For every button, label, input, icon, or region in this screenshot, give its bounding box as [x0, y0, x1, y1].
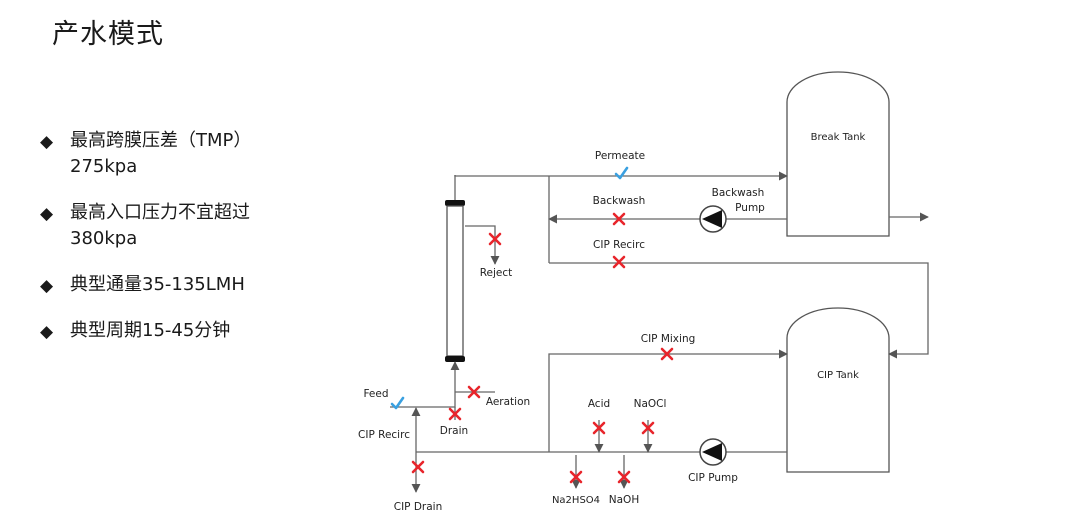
backwash-pump-label: Backwash [712, 187, 765, 199]
acid-label: Acid [588, 398, 610, 410]
break-tank: Break Tank [786, 71, 890, 237]
spec-text: 典型通量35-135LMH [70, 274, 245, 295]
drain-label: Drain [440, 425, 468, 437]
spec-item-flux: ◆ 典型通量35-135LMH [40, 272, 360, 298]
aeration-label: Aeration [486, 396, 530, 408]
spec-item-tmp: ◆ 最高跨膜压差（TMP） 275kpa [40, 128, 360, 180]
diamond-bullet-icon: ◆ [40, 132, 54, 152]
cip-mixing-label: CIP Mixing [641, 333, 696, 345]
backwash-label: Backwash [593, 195, 646, 207]
cip-pump-label: CIP Pump [688, 472, 738, 484]
backwash-pump-label-2: Pump [735, 202, 765, 214]
diamond-bullet-icon: ◆ [40, 322, 54, 342]
backwash-pump-icon [699, 205, 727, 233]
break-tank-label: Break Tank [811, 132, 866, 143]
cip-drain-label: CIP Drain [394, 501, 443, 513]
spec-item-cycle: ◆ 典型周期15-45分钟 [40, 318, 360, 344]
spec-list: ◆ 最高跨膜压差（TMP） 275kpa ◆ 最高入口压力不宜超过 380kpa… [40, 128, 360, 364]
feed-label: Feed [363, 388, 388, 400]
naocl-label: NaOCl [634, 398, 667, 410]
spec-text: 最高跨膜压差（TMP） [70, 130, 252, 151]
cip-tank: CIP Tank [786, 307, 890, 473]
diamond-bullet-icon: ◆ [40, 204, 54, 224]
cip-recirc-top-label: CIP Recirc [593, 239, 645, 251]
cip-drain-valve-closed-icon [411, 460, 425, 474]
spec-value: 275kpa [70, 156, 138, 177]
cip-recirc-valve-closed-icon [612, 255, 626, 269]
spec-item-inlet-pressure: ◆ 最高入口压力不宜超过 380kpa [40, 200, 360, 252]
cip-recirc-bottom-label: CIP Recirc [358, 429, 410, 441]
pipe-network [390, 171, 929, 493]
cip-pump-icon [699, 438, 727, 466]
page-title: 产水模式 [52, 19, 164, 50]
spec-value: 380kpa [70, 228, 138, 249]
membrane-module [445, 175, 465, 362]
diamond-bullet-icon: ◆ [40, 276, 54, 296]
permeate-label: Permeate [595, 150, 645, 162]
reject-label: Reject [480, 267, 513, 279]
naoh-label: NaOH [609, 494, 639, 506]
na2hso4-label: Na2HSO4 [552, 495, 600, 506]
cip-tank-label: CIP Tank [817, 370, 859, 381]
spec-text: 最高入口压力不宜超过 [70, 202, 250, 223]
spec-text: 典型周期15-45分钟 [70, 320, 231, 341]
